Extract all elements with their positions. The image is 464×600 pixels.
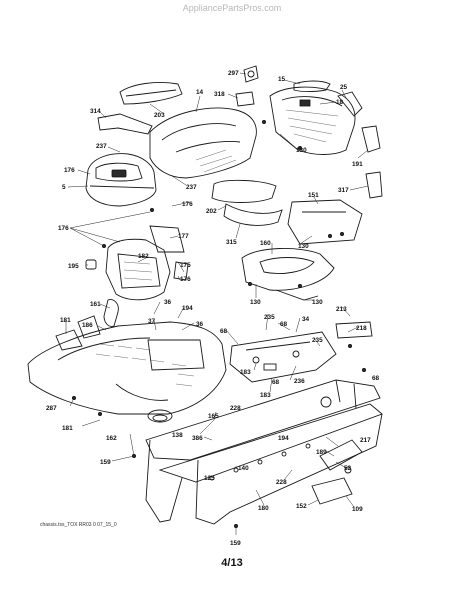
headlight-bracket-part[interactable] (235, 91, 255, 107)
callout-237a: 237 (96, 143, 107, 150)
shroud-bracket-part[interactable] (149, 225, 189, 281)
callout-36b: 36 (196, 321, 204, 328)
callout-5: 5 (62, 184, 66, 191)
callout-109: 109 (352, 506, 363, 513)
callout-181b: 181 (62, 425, 73, 432)
callout-130a: 130 (296, 147, 307, 154)
page-number: 4/13 (221, 557, 243, 569)
nose-bracket-part[interactable] (337, 91, 363, 117)
callout-160: 160 (260, 240, 271, 247)
callout-151: 151 (308, 192, 319, 199)
callout-228b: 228 (276, 479, 287, 486)
callout-180: 180 (258, 505, 269, 512)
callout-165: 165 (208, 413, 219, 420)
lens-part[interactable] (293, 80, 331, 92)
fastener-markers (72, 120, 366, 529)
watermark: AppliancePartsPros.com (182, 3, 282, 13)
callout-194b: 194 (278, 435, 289, 442)
side-bracket-part[interactable] (361, 125, 383, 199)
callout-162: 162 (106, 435, 117, 442)
callout-68b: 68 (280, 321, 288, 328)
right-bracket-part[interactable] (335, 321, 373, 339)
callout-181a: 181 (60, 317, 71, 324)
grille-part[interactable] (269, 86, 356, 155)
callout-315: 315 (226, 239, 237, 246)
left-strut-part[interactable] (97, 113, 153, 135)
callout-labels: 297 15 25 318 14 18 314 203 237 176 5 13… (46, 70, 380, 547)
callout-186: 186 (82, 322, 93, 329)
callout-161: 161 (90, 301, 101, 308)
callout-68a: 68 (220, 328, 228, 335)
callout-36a: 36 (164, 299, 172, 306)
hood-panel-part[interactable] (149, 107, 257, 179)
callout-202: 202 (206, 208, 217, 215)
callout-52: 52 (344, 465, 352, 472)
dash-panel-part[interactable] (85, 153, 157, 207)
pedal-pad-part[interactable] (55, 299, 119, 351)
steering-cover-part[interactable] (119, 81, 183, 105)
callout-183a: 183 (240, 369, 251, 376)
callout-159b: 159 (230, 540, 241, 547)
callout-140: 140 (238, 465, 249, 472)
callout-318: 318 (214, 91, 225, 98)
leader-lines (65, 72, 369, 535)
callout-15: 15 (278, 76, 286, 83)
drawing-reference: chassis.tss_TOX RR03 0 07_15_0 (40, 522, 117, 528)
callout-194a: 194 (182, 305, 193, 312)
callout-14: 14 (196, 89, 204, 96)
callout-68d: 68 (272, 379, 280, 386)
callout-177: 177 (178, 233, 189, 240)
callout-297: 297 (228, 70, 239, 77)
support-bracket-part[interactable] (287, 199, 363, 245)
callout-217: 217 (360, 437, 371, 444)
callout-176b: 176 (182, 201, 193, 208)
callout-130b: 130 (298, 243, 309, 250)
axle-rod-part[interactable] (319, 439, 363, 474)
fuel-cap-part[interactable] (85, 259, 97, 270)
grommet-part[interactable] (147, 409, 173, 423)
callout-189: 189 (316, 449, 327, 456)
callout-25: 25 (340, 84, 348, 91)
callout-314: 314 (90, 108, 101, 115)
callout-176d: 176 (180, 276, 191, 283)
callout-237b: 237 (186, 184, 197, 191)
callout-235a: 235 (264, 314, 275, 321)
callout-159a: 159 (100, 459, 111, 466)
fuel-tank-part[interactable] (105, 238, 171, 301)
callout-176c: 176 (58, 225, 69, 232)
callout-236: 236 (294, 378, 305, 385)
grille-knob-part[interactable] (243, 65, 259, 83)
callout-183b: 183 (260, 392, 271, 399)
callout-213: 213 (336, 306, 347, 313)
callout-175: 175 (180, 262, 191, 269)
dash-wing-part[interactable] (211, 179, 283, 226)
callout-18: 18 (336, 99, 344, 106)
callout-34: 34 (302, 316, 310, 323)
callout-195: 195 (68, 263, 79, 270)
seat-plate-part[interactable] (229, 331, 337, 383)
callout-287: 287 (46, 405, 57, 412)
callout-138: 138 (172, 432, 183, 439)
callout-125: 125 (204, 475, 215, 482)
callout-176a: 176 (64, 167, 75, 174)
callout-152: 152 (296, 503, 307, 510)
callout-130c: 130 (250, 299, 261, 306)
callout-317: 317 (338, 187, 349, 194)
callout-182: 182 (138, 253, 149, 260)
callout-37: 37 (148, 318, 156, 325)
callout-218: 218 (356, 325, 367, 332)
callout-235b: 235 (312, 337, 323, 344)
callout-228: 228 (230, 405, 241, 412)
footrest-floor-part[interactable] (27, 321, 227, 415)
callout-130d: 130 (312, 299, 323, 306)
callout-386: 386 (192, 435, 203, 442)
hitch-plate-part[interactable] (311, 477, 353, 505)
callout-203: 203 (154, 112, 165, 119)
chassis-frame-part[interactable] (145, 379, 383, 525)
callout-191: 191 (352, 161, 363, 168)
callout-68c: 68 (372, 375, 380, 382)
